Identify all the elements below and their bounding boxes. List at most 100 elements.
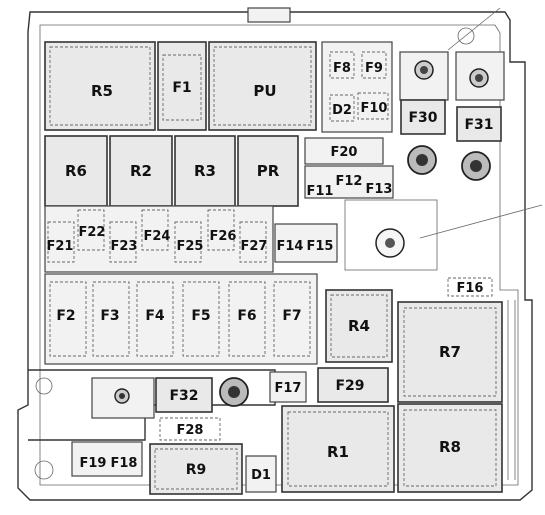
label-r7: R7 [439, 343, 461, 361]
relay-r4 [325, 289, 393, 363]
bolt-f32-right-core [228, 386, 240, 398]
leader-line-right [419, 204, 543, 239]
relay-pr [237, 135, 299, 207]
relay-pu-inner [213, 46, 312, 126]
label-r4: R4 [348, 317, 370, 335]
relay-r9 [149, 443, 243, 495]
label-pr: PR [257, 162, 280, 180]
diode-d1 [245, 455, 277, 493]
fuse-f3 [92, 281, 130, 357]
label-f25: F25 [177, 239, 204, 254]
relay-r8-inner [403, 409, 497, 487]
relay-r1 [281, 405, 395, 493]
label-r1: R1 [327, 443, 349, 461]
fuse-f10 [357, 92, 389, 120]
fuse-f5 [182, 281, 220, 357]
stud-ground-core [385, 238, 395, 248]
label-f15: F15 [307, 239, 334, 254]
fuse-f7 [273, 281, 311, 357]
label-f9: F9 [365, 61, 383, 76]
label-f26: F26 [210, 229, 237, 244]
relay-r4-inner [330, 294, 388, 358]
label-f4: F4 [145, 308, 165, 324]
label-f27: F27 [241, 239, 268, 254]
label-f29: F29 [335, 378, 364, 394]
fuse-f17 [269, 371, 307, 403]
mount-hole-bottom-left [34, 460, 54, 480]
fuse-box-inner-outline [39, 24, 519, 486]
label-f22: F22 [79, 225, 106, 240]
fuse-f23 [109, 221, 137, 263]
fuse-f31 [456, 106, 502, 142]
label-f7: F7 [282, 308, 301, 324]
fuse-f4 [136, 281, 174, 357]
relay-r7 [397, 301, 503, 403]
label-pu: PU [253, 82, 276, 100]
label-f28: F28 [177, 423, 204, 438]
diode-d2 [329, 94, 355, 122]
label-f8: F8 [333, 61, 351, 76]
fuse-f22 [77, 209, 105, 251]
bolt-f30-top-core [420, 66, 428, 74]
fuse-f26 [207, 209, 235, 251]
top-connector-tab [247, 7, 291, 23]
bolt-f31-bottom-core [470, 160, 482, 172]
fuse-f1 [157, 41, 207, 131]
fuse-f2 [49, 281, 87, 357]
fuse-f21 [47, 221, 75, 263]
label-f3: F3 [100, 308, 119, 324]
label-f13: F13 [366, 182, 393, 197]
mount-hole-top-right [457, 27, 475, 45]
fuse-f1-inner [162, 54, 202, 121]
label-f10: F10 [361, 101, 388, 116]
label-r8: R8 [439, 438, 461, 456]
label-f18: F18 [111, 456, 138, 471]
label-f24: F24 [144, 229, 171, 244]
mount-hole-left [35, 377, 53, 395]
relay-pu [208, 41, 317, 131]
fuse-f27 [239, 221, 267, 263]
label-f5: F5 [191, 308, 210, 324]
fuse-f20 [304, 137, 384, 165]
label-r6: R6 [65, 162, 87, 180]
mount-leader-top-right [447, 7, 501, 51]
fuse-f28 [159, 417, 221, 441]
fuse-block-upper [321, 41, 393, 133]
bolt-f32-left-core [119, 393, 125, 399]
fuse-f29 [317, 367, 389, 403]
label-f6: F6 [237, 308, 256, 324]
label-f16: F16 [457, 281, 484, 296]
fuse-block-f11-f13 [304, 165, 394, 199]
fuse-f30 [400, 99, 446, 135]
relay-r1-inner [287, 411, 389, 487]
relay-r5-inner [49, 46, 151, 126]
relay-r5 [44, 41, 156, 131]
mini-fuse-row [44, 205, 274, 273]
relay-r7-inner [403, 307, 497, 397]
fuse-block-f18-f19 [71, 441, 143, 477]
fuse-f9 [361, 51, 387, 79]
fuse-block-f14-f15 [274, 223, 338, 263]
relay-r6 [44, 135, 108, 207]
fuse-f16 [447, 277, 493, 297]
label-d1: D1 [251, 468, 271, 483]
label-f14: F14 [277, 239, 304, 254]
fuse-box-outline [17, 11, 533, 501]
fuse-f32 [155, 377, 213, 413]
bolt-f31-top-core [475, 74, 483, 82]
label-r5: R5 [91, 82, 113, 100]
label-f21: F21 [47, 239, 74, 254]
label-r2: R2 [130, 162, 152, 180]
label-f12: F12 [336, 174, 363, 189]
label-f20: F20 [331, 145, 358, 160]
fuse-f25 [174, 221, 202, 263]
label-f17: F17 [275, 381, 302, 396]
bolt-f30-bottom-core [416, 154, 428, 166]
label-f11: F11 [307, 184, 334, 199]
label-f32: F32 [169, 388, 198, 404]
relay-r8 [397, 403, 503, 493]
label-f30: F30 [408, 110, 437, 126]
stud-area [344, 199, 438, 271]
label-r3: R3 [194, 162, 216, 180]
